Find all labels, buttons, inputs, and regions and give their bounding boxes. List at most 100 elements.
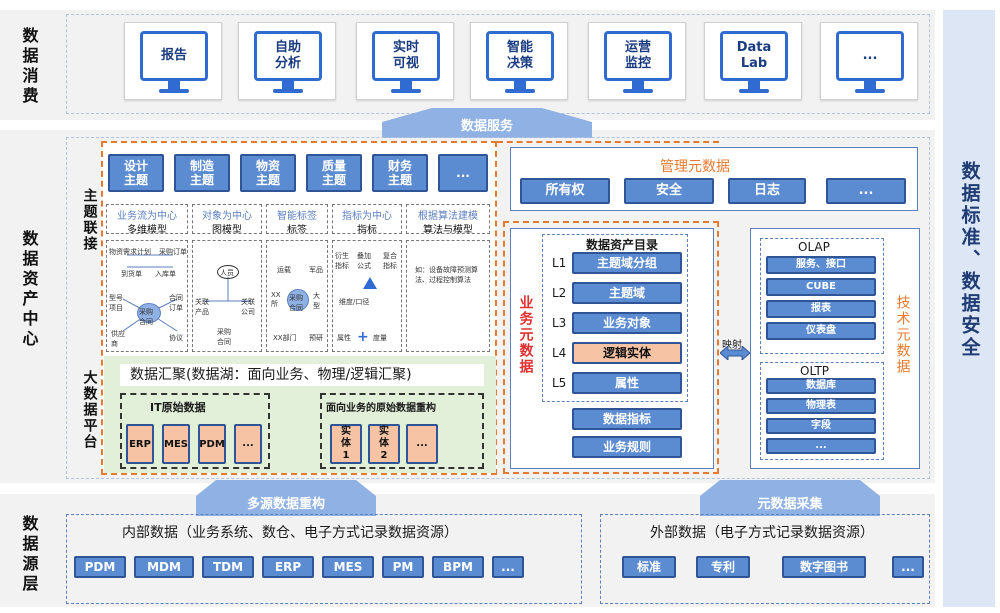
subject-manufacturing[interactable]: 制造主题 [174, 154, 230, 192]
flow-text: 供应商 [111, 330, 125, 348]
biz-meta-label: 业务元数据 [514, 280, 536, 390]
consumption-item-ops-monitor[interactable]: 运营监控 [588, 22, 686, 100]
monitor-neck [514, 81, 526, 89]
olap-report[interactable]: 报表 [766, 300, 876, 318]
tag-text: 大型 [313, 292, 320, 310]
model-title: 指标为中心 [342, 211, 392, 222]
mgmt-meta-more[interactable]: ... [826, 178, 906, 204]
external-source-standard[interactable]: 标准 [622, 556, 676, 578]
biz-raw-more[interactable]: ... [406, 424, 438, 464]
level-l4-button[interactable]: 逻辑实体 [572, 342, 682, 364]
model-sub: 标签 [287, 225, 307, 234]
internal-source-erp[interactable]: ERP [262, 556, 314, 578]
internal-source-tdm[interactable]: TDM [202, 556, 254, 578]
it-raw-title: IT原始数据 [150, 401, 206, 414]
model-sub: 多维模型 [127, 225, 167, 234]
topic-side-label-text: 主题联接 [81, 188, 98, 252]
level-label-l1: L1 [552, 256, 567, 270]
internal-source-pm[interactable]: PM [382, 556, 424, 578]
indicator-text: 衍生指标 [335, 252, 349, 270]
internal-source-bpm[interactable]: BPM [432, 556, 484, 578]
it-raw-erp[interactable]: ERP [126, 424, 154, 464]
biz-raw-entity-1[interactable]: 实体1 [330, 424, 362, 464]
subject-quality[interactable]: 质量主题 [306, 154, 362, 192]
diagram-object: 人员 关联产品 关联公司 采购合同 [192, 240, 262, 352]
meta-collect-arrow: 元数据采集 [700, 480, 880, 516]
level-l2-button[interactable]: 主题域 [572, 282, 682, 304]
it-raw-more[interactable]: ... [234, 424, 262, 464]
level-label-l5: L5 [552, 376, 567, 390]
model-object: 对象为中心图模型 [192, 204, 262, 234]
internal-source-pdm[interactable]: PDM [74, 556, 126, 578]
mgmt-meta-security[interactable]: 安全 [624, 178, 714, 204]
olap-title: OLAP [798, 240, 830, 254]
monitor-foot [273, 89, 303, 93]
monitor-foot [505, 89, 535, 93]
subject-design[interactable]: 设计主题 [108, 154, 164, 192]
person-node [217, 265, 239, 279]
object-lines [205, 277, 251, 302]
oltp-physical-table[interactable]: 物理表 [766, 398, 876, 414]
external-source-patent[interactable]: 专利 [696, 556, 750, 578]
subject-material[interactable]: 物资主题 [240, 154, 296, 192]
consumption-item-report[interactable]: 报告 [124, 22, 222, 100]
multi-source-arrow: 多源数据重构 [196, 480, 376, 516]
internal-source-mes[interactable]: MES [322, 556, 374, 578]
it-raw-pdm[interactable]: PDM [198, 424, 226, 464]
monitor-neck [748, 81, 760, 89]
monitor-screen: Data Lab [720, 31, 788, 81]
it-raw-mes[interactable]: MES [162, 424, 190, 464]
internal-source-mdm[interactable]: MDM [134, 556, 194, 578]
tech-meta-label-text: 技术元数据 [894, 295, 911, 375]
section-label-asset-center: 数据资产中心 [12, 210, 46, 370]
business-rule-button[interactable]: 业务规则 [572, 436, 682, 458]
monitor-neck [400, 81, 412, 89]
level-label-l3: L3 [552, 316, 567, 330]
oltp-field[interactable]: 字段 [766, 418, 876, 434]
indicator-text: 度量 [373, 334, 387, 342]
consumption-item-data-lab[interactable]: Data Lab [704, 22, 802, 100]
subject-more[interactable]: ... [438, 154, 488, 192]
external-source-frame [600, 514, 930, 604]
tag-text: 运载 [277, 266, 291, 274]
olap-cube[interactable]: CUBE [766, 278, 876, 296]
subject-finance[interactable]: 财务主题 [372, 154, 428, 192]
level-l5-button[interactable]: 属性 [572, 372, 682, 394]
external-source-digital-books[interactable]: 数字图书 [782, 556, 866, 578]
consumption-item-realtime[interactable]: 实时可视 [356, 22, 454, 100]
external-source-more[interactable]: ... [892, 556, 924, 578]
monitor-foot [855, 89, 885, 93]
monitor-screen: 智能决策 [486, 31, 554, 81]
level-l1-button[interactable]: 主题域分组 [572, 252, 682, 274]
flow-text: 合同订单 [169, 294, 183, 312]
biz-raw-title: 面向业务的原始数据重构 [326, 403, 436, 414]
consumption-item-smart-decision[interactable]: 智能决策 [470, 22, 568, 100]
level-l3-button[interactable]: 业务对象 [572, 312, 682, 334]
monitor-neck [168, 81, 180, 89]
consumption-item-self-analysis[interactable]: 自助分析 [238, 22, 336, 100]
data-indicator-button[interactable]: 数据指标 [572, 408, 682, 430]
mapping-label: 映射 [722, 340, 742, 351]
standard-security-label: 数据标准、数据安全 [943, 140, 995, 380]
oltp-database[interactable]: 数据库 [766, 378, 876, 394]
object-text: 关联产品 [195, 298, 209, 316]
mgmt-meta-ownership[interactable]: 所有权 [520, 178, 610, 204]
indicator-text: 属性 [337, 334, 351, 342]
up-arrow-icon [700, 480, 880, 516]
olap-service[interactable]: 服务、接口 [766, 256, 876, 274]
big-data-side-label-text: 大数据平台 [81, 370, 98, 450]
model-title: 对象为中心 [202, 211, 252, 222]
biz-raw-entity-2[interactable]: 实体2 [368, 424, 400, 464]
catalog-frame [542, 234, 688, 402]
up-arrow-icon [382, 108, 592, 138]
flow-text: 采购订单 [159, 248, 187, 256]
flow-text: 协议 [169, 334, 183, 342]
oltp-more[interactable]: ... [766, 438, 876, 454]
mgmt-meta-log[interactable]: 日志 [728, 178, 806, 204]
olap-dashboard[interactable]: 仪表盘 [766, 322, 876, 340]
consumption-item-more[interactable]: ... [820, 22, 918, 100]
topic-side-label: 主题联接 [76, 180, 102, 260]
internal-source-more[interactable]: ... [492, 556, 524, 578]
data-service-label: 数据服务 [460, 119, 513, 134]
monitor-screen: 运营监控 [604, 31, 672, 81]
